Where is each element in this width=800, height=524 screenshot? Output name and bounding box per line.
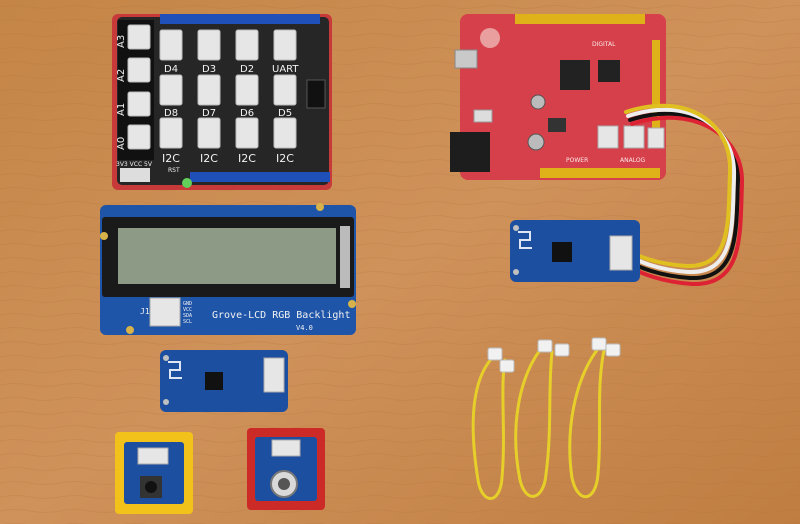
shield-port-d3: D3: [202, 64, 216, 75]
arduino-power-label: POWER: [566, 157, 588, 164]
arduino-digital-label: DIGITAL: [592, 41, 616, 48]
grove-rotary-module: [247, 428, 325, 510]
grove-cable-connected: [618, 103, 745, 287]
lcd-title-label: Grove-LCD RGB Backlight: [212, 310, 350, 321]
shield-port-d6: D6: [240, 108, 254, 119]
shield-port-i2c-3: I2C: [238, 152, 256, 165]
grove-base-shield: A3 A2 A1 A0 D4 D3 D2 UART D8 D7 D6 D5 I2…: [112, 14, 332, 190]
lcd-version-label: V4.0: [296, 324, 313, 332]
shield-port-d2: D2: [240, 64, 254, 75]
grove-button-module: [115, 432, 193, 514]
shield-port-d8: D8: [164, 108, 178, 119]
lcd-pin-sda: SDA: [183, 313, 192, 319]
arduino-analog-label: ANALOG: [620, 157, 646, 164]
shield-switch-label: 3V3 VCC 5V: [116, 161, 153, 168]
shield-port-a3: A3: [116, 35, 127, 48]
loose-grove-cables: [471, 348, 606, 500]
shield-port-d4: D4: [164, 64, 178, 75]
shield-port-i2c-1: I2C: [162, 152, 180, 165]
grove-sensor-module: [160, 350, 288, 412]
shield-port-d5: D5: [278, 108, 292, 119]
grove-lcd-module: Grove-LCD RGB Backlight V4.0 J1 GND VCC …: [100, 203, 356, 335]
seeeduino-board: DIGITAL POWER ANALOG: [450, 14, 666, 180]
shield-port-d7: D7: [202, 108, 216, 119]
shield-port-a1: A1: [116, 103, 127, 116]
shield-port-uart: UART: [272, 64, 299, 75]
lcd-pin-scl: SCL: [183, 319, 192, 325]
lcd-pin-vcc: VCC: [183, 307, 192, 313]
lcd-connector-label: J1: [140, 307, 150, 316]
shield-port-a2: A2: [116, 69, 127, 82]
grove-sensor-connected: [510, 220, 640, 282]
shield-port-a0: A0: [116, 137, 127, 150]
shield-rst-label: RST: [168, 167, 180, 174]
lcd-pin-gnd: GND: [183, 301, 192, 307]
shield-port-i2c-4: I2C: [276, 152, 294, 165]
shield-port-i2c-2: I2C: [200, 152, 218, 165]
